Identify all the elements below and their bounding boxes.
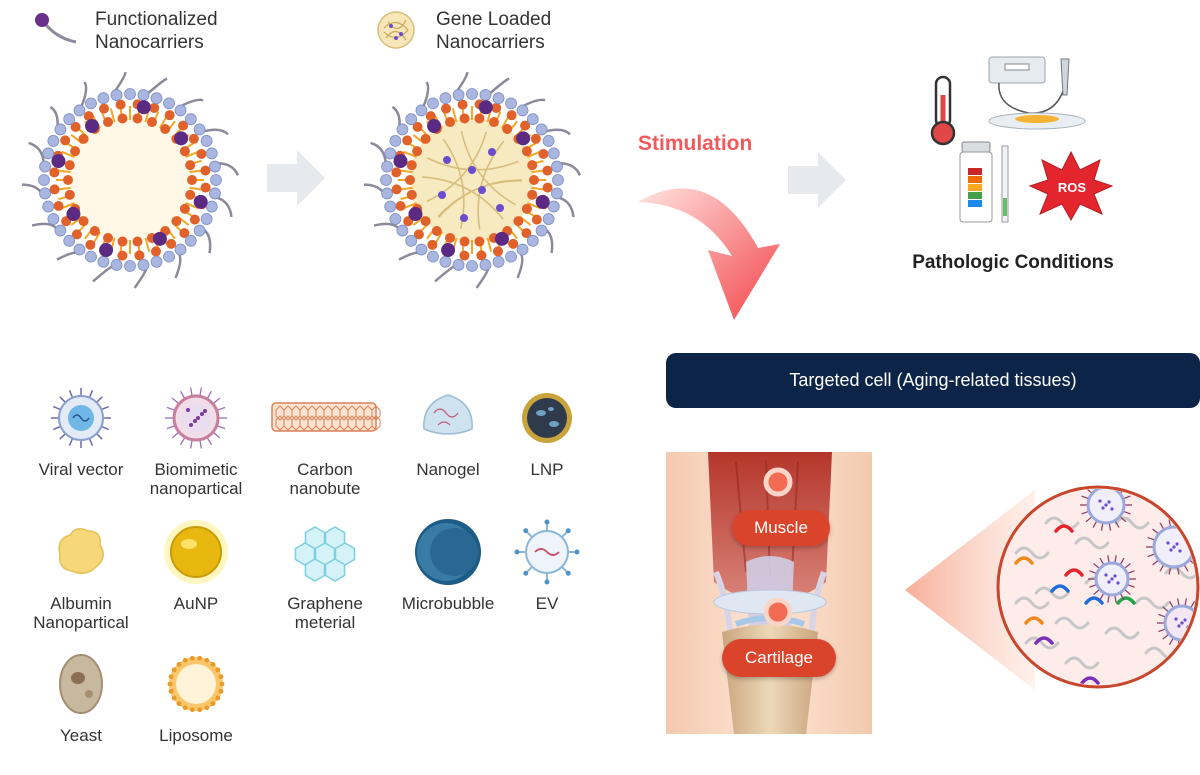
viral-vector-icon <box>51 388 111 448</box>
carrier-label: Nanogel <box>416 460 480 479</box>
carrier-label: AuNP <box>173 594 219 613</box>
ros-label: ROS <box>1057 180 1087 195</box>
right-arrow-icon <box>788 152 846 208</box>
pathologic-conditions-title: Pathologic Conditions <box>912 252 1114 273</box>
ph-test-strip-icon <box>959 141 1009 223</box>
graphene-icon <box>294 526 356 582</box>
cartilage-label: Cartilage <box>722 639 836 677</box>
carrier-label: Biomimetic nanopartical <box>149 460 243 498</box>
carbon-nanotube-icon <box>271 402 381 432</box>
gene-loaded-nanocarrier-diagram <box>364 71 582 289</box>
zoom-cone <box>905 490 1035 690</box>
carrier-label: EV <box>535 594 559 613</box>
carrier-label: Microbubble <box>401 594 495 613</box>
muscle-label: Muscle <box>732 510 830 546</box>
biomimetic-icon <box>165 387 227 449</box>
knee-joint-illustration <box>666 452 872 734</box>
stimulation-curved-arrow-icon <box>638 188 780 320</box>
carrier-label: Albumin Nanopartical <box>33 594 129 632</box>
microbubble-icon <box>415 519 481 585</box>
carrier-label: Yeast <box>60 726 102 745</box>
ros-burst-icon <box>1028 150 1114 222</box>
liposome-icon <box>167 655 225 713</box>
functionalized-legend-icon <box>35 13 77 44</box>
carrier-label: Graphene meterial <box>287 594 363 632</box>
stimulation-label: Stimulation <box>638 132 753 155</box>
thermometer-icon <box>930 75 956 146</box>
carrier-label: Liposome <box>159 726 233 745</box>
albumin-icon <box>58 528 104 574</box>
ev-icon <box>514 519 580 585</box>
nanogel-icon <box>423 394 473 435</box>
carrier-label: Carbon nanobute <box>289 460 361 498</box>
carrier-label: Viral vector <box>38 460 124 479</box>
electrophysiology-device-icon <box>988 56 1086 130</box>
aunp-icon <box>164 520 228 584</box>
yeast-icon <box>59 654 103 714</box>
gene-loaded-legend-icon <box>377 11 415 49</box>
targeted-cell-banner: Targeted cell (Aging-related tissues) <box>666 353 1200 408</box>
lnp-icon <box>522 393 572 443</box>
tissue-closeup-circle <box>996 485 1200 689</box>
functionalized-nanocarrier-diagram <box>22 71 240 289</box>
gene-loaded-label: Gene Loaded Nanocarriers <box>436 9 552 53</box>
carrier-label: LNP <box>530 460 564 479</box>
right-arrow-icon <box>267 150 325 206</box>
functionalized-label: Functionalized Nanocarriers <box>95 9 218 53</box>
